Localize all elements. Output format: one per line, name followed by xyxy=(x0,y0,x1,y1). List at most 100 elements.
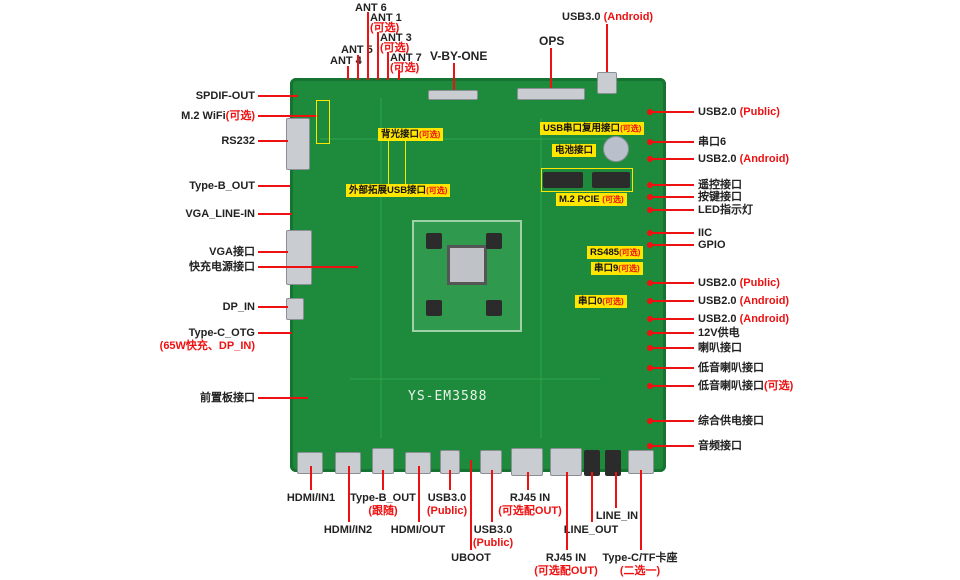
leader-line xyxy=(650,244,694,246)
marker-dot xyxy=(647,418,653,424)
label-follow: (跟随) xyxy=(368,505,398,517)
label-right-10: USB2.0 (Android) xyxy=(698,313,790,325)
label-right-1: 串口6 xyxy=(698,136,727,148)
tag-com9: 串口9(可选) xyxy=(591,262,643,275)
marker-dot xyxy=(647,298,653,304)
label-line-in: LINE_IN xyxy=(595,510,639,522)
rs232-connector xyxy=(286,118,310,170)
label-vga-line-in: VGA_LINE-IN xyxy=(185,208,255,220)
leader-line xyxy=(650,209,694,211)
m2-slot-2 xyxy=(592,172,630,188)
memory-chip xyxy=(426,233,442,249)
marker-dot xyxy=(647,230,653,236)
label-m2-wifi: M.2 WiFi(可选) xyxy=(181,110,255,122)
marker-dot xyxy=(647,182,653,188)
label-usb30-a: USB3.0 xyxy=(427,492,467,504)
marker-dot xyxy=(647,330,653,336)
marker-dot xyxy=(647,139,653,145)
label-ant3: ANT 3 xyxy=(380,32,412,44)
label-ant6: ANT 6 xyxy=(355,2,387,14)
leader-line xyxy=(650,420,694,422)
leader-line xyxy=(650,111,694,113)
label-rj45-a-opt: (可选配OUT) xyxy=(498,505,562,517)
label-rs232: RS232 xyxy=(221,135,255,147)
leader-line xyxy=(650,141,694,143)
leader-line xyxy=(650,445,694,447)
marker-dot xyxy=(647,365,653,371)
label-typeb-out: Type-B_OUT xyxy=(189,180,255,192)
label-rj45-b: RJ45 IN xyxy=(545,552,587,564)
label-dp-in: DP_IN xyxy=(222,301,255,313)
tag-usb-serial: USB串口复用接口(可选) xyxy=(540,122,645,135)
leader-line xyxy=(650,232,694,234)
label-right-12: 喇叭接口 xyxy=(698,342,742,354)
label-typec-tf: Type-C/TF卡座 xyxy=(602,552,678,564)
label-fast-charge: 快充电源接口 xyxy=(189,261,255,273)
marker-dot xyxy=(647,443,653,449)
label-right-13: 低音喇叭接口 xyxy=(698,362,764,374)
marker-dot xyxy=(647,280,653,286)
leader-line xyxy=(650,367,694,369)
leader-line xyxy=(650,282,694,284)
label-ant4: ANT 4 xyxy=(330,55,362,67)
leader-line xyxy=(650,158,694,160)
marker-dot xyxy=(647,194,653,200)
line-in-jack xyxy=(605,450,621,476)
marker-dot xyxy=(647,345,653,351)
label-typec-otg: Type-C_OTG xyxy=(188,327,255,339)
label-ant1: ANT 1 xyxy=(370,12,402,24)
leader-line xyxy=(650,196,694,198)
tag-ext-usb: 外部拓展USB接口(可选) xyxy=(346,184,451,197)
marker-dot xyxy=(647,242,653,248)
rj45-port-a xyxy=(511,448,543,476)
marker-dot xyxy=(647,207,653,213)
label-hdmi-in1: HDMI/IN1 xyxy=(286,492,336,504)
label-line-out: LINE_OUT xyxy=(563,524,619,536)
label-ant3-opt: (可选) xyxy=(380,42,410,54)
tag-m2-pcie: M.2 PCIE (可选) xyxy=(556,193,627,206)
line-out-jack xyxy=(584,450,600,476)
label-right-6: IIC xyxy=(698,227,713,239)
label-uboot: UBOOT xyxy=(451,552,491,564)
label-ant7-opt: (可选) xyxy=(390,62,420,74)
memory-chip xyxy=(486,233,502,249)
label-hdmi-out: HDMI/OUT xyxy=(390,524,446,536)
marker-dot xyxy=(647,156,653,162)
memory-chip xyxy=(486,300,502,316)
label-right-8: USB2.0 (Public) xyxy=(698,277,780,289)
label-right-7: GPIO xyxy=(698,239,726,251)
usb30-port-top xyxy=(597,72,617,94)
label-ops: OPS xyxy=(539,34,565,48)
vbyone-connector xyxy=(428,90,478,100)
label-right-11: 12V供电 xyxy=(698,327,740,339)
label-usb30-b: USB3.0 xyxy=(473,524,513,536)
label-right-9: USB2.0 (Android) xyxy=(698,295,790,307)
m2-slot-1 xyxy=(543,172,583,188)
board-silkscreen: YS-EM3588 xyxy=(408,389,488,404)
leader-line xyxy=(650,332,694,334)
soc-chip xyxy=(447,245,487,285)
marker-dot xyxy=(647,109,653,115)
label-right-14: 低音喇叭接口(可选) xyxy=(698,380,794,392)
label-ant7: ANT 7 xyxy=(390,52,422,64)
tag-battery: 电池接口 xyxy=(552,144,597,157)
label-usb30-b-public: (Public) xyxy=(472,537,514,549)
vga-connector xyxy=(286,230,312,285)
ops-connector xyxy=(517,88,585,100)
label-rj45-a: RJ45 IN xyxy=(509,492,551,504)
dp-connector xyxy=(286,298,304,320)
tag-rs485: RS485(可选) xyxy=(587,246,644,259)
leader-line xyxy=(650,184,694,186)
label-spdif-out: SPDIF-OUT xyxy=(195,90,255,102)
label-typeb-out-bottom: Type-B_OUT xyxy=(350,492,416,504)
marker-dot xyxy=(647,383,653,389)
label-usb30-a-public: (Public) xyxy=(426,505,468,517)
label-right-4: 按键接口 xyxy=(698,191,742,203)
label-rj45-b-opt: (可选配OUT) xyxy=(534,565,598,577)
label-ant1-opt: (可选) xyxy=(370,22,400,34)
label-vbyone: V-BY-ONE xyxy=(430,49,488,63)
tag-com0: 串口0(可选) xyxy=(575,295,627,308)
label-right-5: LED指示灯 xyxy=(698,204,753,216)
label-right-15: 综合供电接口 xyxy=(698,415,764,427)
label-right-0: USB2.0 (Public) xyxy=(698,106,780,118)
